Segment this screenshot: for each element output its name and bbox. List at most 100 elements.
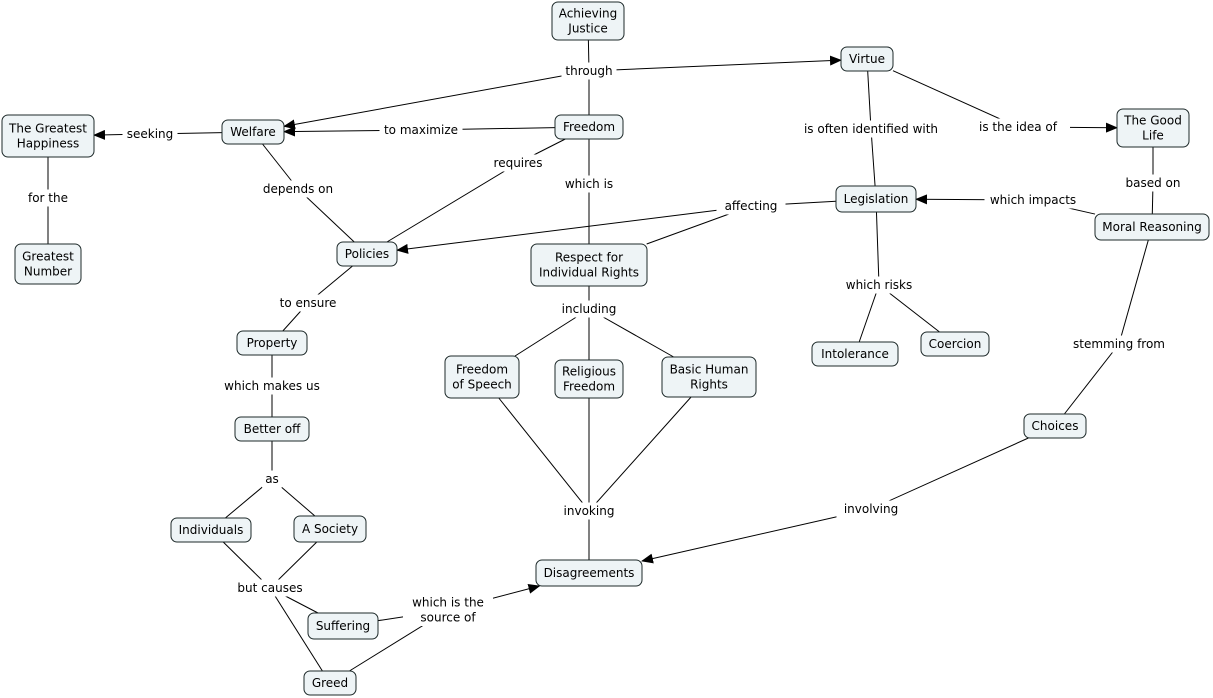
concept-box[interactable] bbox=[170, 517, 252, 543]
linking-phrase-as: as bbox=[262, 470, 282, 488]
connector-legislation-to-which-risks bbox=[875, 211, 880, 286]
concept-label: Individual Rights bbox=[539, 266, 639, 280]
concept-box[interactable] bbox=[1094, 213, 1210, 241]
linking-phrase-text: depends on bbox=[263, 182, 333, 196]
concept-a-society[interactable]: A Society bbox=[293, 515, 367, 543]
linking-phrase-text: stemming from bbox=[1073, 337, 1165, 351]
concept-box[interactable] bbox=[811, 341, 899, 367]
concept-policies[interactable]: Policies bbox=[336, 241, 398, 267]
concept-label: Freedom bbox=[563, 380, 615, 394]
concept-box[interactable] bbox=[221, 119, 285, 145]
linking-phrase-for-the: for the bbox=[20, 189, 76, 207]
linking-phrase-text: requires bbox=[494, 156, 543, 170]
concept-label: Life bbox=[1142, 129, 1164, 143]
concept-box[interactable] bbox=[444, 355, 520, 399]
concept-box[interactable] bbox=[1, 114, 95, 158]
concept-box[interactable] bbox=[554, 359, 624, 399]
concept-label: Suffering bbox=[316, 619, 370, 633]
concept-property[interactable]: Property bbox=[236, 330, 308, 356]
concept-label: A Society bbox=[302, 522, 358, 536]
concept-label: Moral Reasoning bbox=[1102, 220, 1201, 234]
concept-label: Property bbox=[247, 336, 298, 350]
concept-box[interactable] bbox=[840, 46, 894, 72]
concept-label: Rights bbox=[690, 378, 728, 392]
concept-label: Greed bbox=[312, 676, 348, 690]
linking-phrase-depends-on: depends on bbox=[260, 180, 336, 198]
concept-box[interactable] bbox=[530, 243, 648, 287]
concept-coercion[interactable]: Coercion bbox=[920, 331, 990, 357]
linking-phrase-which-risks: which risks bbox=[837, 276, 921, 294]
linking-phrase-to-ensure: to ensure bbox=[273, 294, 343, 312]
connector-virtue-to-is-often-identified-with bbox=[867, 70, 872, 130]
concept-label: Policies bbox=[345, 247, 389, 261]
concept-box[interactable] bbox=[551, 1, 625, 41]
connector-depends-on-to-policies bbox=[297, 188, 355, 243]
concept-box[interactable] bbox=[303, 670, 357, 696]
concept-box[interactable] bbox=[1023, 413, 1087, 439]
concept-label: Achieving bbox=[559, 7, 618, 21]
linking-phrase-text: which impacts bbox=[990, 193, 1076, 207]
linking-phrase-text: seeking bbox=[127, 127, 174, 141]
concept-box[interactable] bbox=[336, 241, 398, 267]
connector-choices-to-involving bbox=[870, 437, 1029, 510]
linking-phrase-text: to maximize bbox=[384, 123, 458, 137]
linking-phrase-which-is: which is bbox=[558, 175, 620, 193]
linking-phrase-text: which risks bbox=[846, 278, 913, 292]
concept-box[interactable] bbox=[293, 515, 367, 543]
concept-box[interactable] bbox=[14, 243, 82, 285]
concept-better-off[interactable]: Better off bbox=[234, 416, 310, 442]
connector-involving-to-disagreements bbox=[641, 508, 872, 564]
connector-freedom-of-speech-to-invoking bbox=[498, 397, 590, 512]
concept-box[interactable] bbox=[535, 559, 643, 587]
concept-label: Virtue bbox=[849, 52, 885, 66]
concept-box[interactable] bbox=[307, 612, 379, 640]
concept-box[interactable] bbox=[920, 331, 990, 357]
concept-greed[interactable]: Greed bbox=[303, 670, 357, 696]
linking-phrase-seeking: seeking bbox=[122, 125, 178, 143]
concept-box[interactable] bbox=[236, 330, 308, 356]
linking-phrase-text: invoking bbox=[564, 504, 615, 518]
concept-suffering[interactable]: Suffering bbox=[307, 612, 379, 640]
concept-welfare[interactable]: Welfare bbox=[221, 119, 285, 145]
linking-phrase-involving: involving bbox=[836, 500, 906, 518]
concept-freedom[interactable]: Freedom bbox=[554, 114, 624, 140]
concept-box[interactable] bbox=[661, 356, 757, 398]
connector-but-causes-to-greed bbox=[269, 587, 323, 672]
concept-box[interactable] bbox=[1116, 108, 1190, 148]
linking-phrase-text: affecting bbox=[725, 199, 778, 213]
concept-legislation[interactable]: Legislation bbox=[835, 185, 917, 213]
concept-label: Better off bbox=[244, 422, 301, 436]
concept-label: Intolerance bbox=[821, 347, 889, 361]
concept-intolerance[interactable]: Intolerance bbox=[811, 341, 899, 367]
concept-box[interactable] bbox=[835, 185, 917, 213]
concept-label: Freedom bbox=[456, 363, 508, 377]
concept-label: Disagreements bbox=[544, 566, 635, 580]
concept-label: Justice bbox=[567, 22, 607, 36]
linking-phrase-text: through bbox=[565, 64, 612, 78]
linking-phrase-including: including bbox=[554, 300, 624, 318]
connector-requires-to-policies bbox=[386, 162, 519, 243]
concept-moral-reasoning[interactable]: Moral Reasoning bbox=[1094, 213, 1210, 241]
concept-label: Coercion bbox=[929, 337, 982, 351]
concept-individuals[interactable]: Individuals bbox=[170, 517, 252, 543]
linking-phrase-through: through bbox=[561, 62, 617, 80]
concept-box[interactable] bbox=[234, 416, 310, 442]
concept-choices[interactable]: Choices bbox=[1023, 413, 1087, 439]
connector-which-risks-to-intolerance bbox=[858, 284, 880, 343]
concept-disagreements[interactable]: Disagreements bbox=[535, 559, 643, 587]
linking-phrase-is-often-identified-with: is often identified with bbox=[784, 120, 958, 138]
linking-phrase-text: based on bbox=[1126, 176, 1181, 190]
concept-box[interactable] bbox=[554, 114, 624, 140]
linking-phrase-text: but causes bbox=[237, 581, 302, 595]
concept-virtue[interactable]: Virtue bbox=[840, 46, 894, 72]
linking-phrase-is-the-idea-of: is the idea of bbox=[966, 118, 1070, 136]
